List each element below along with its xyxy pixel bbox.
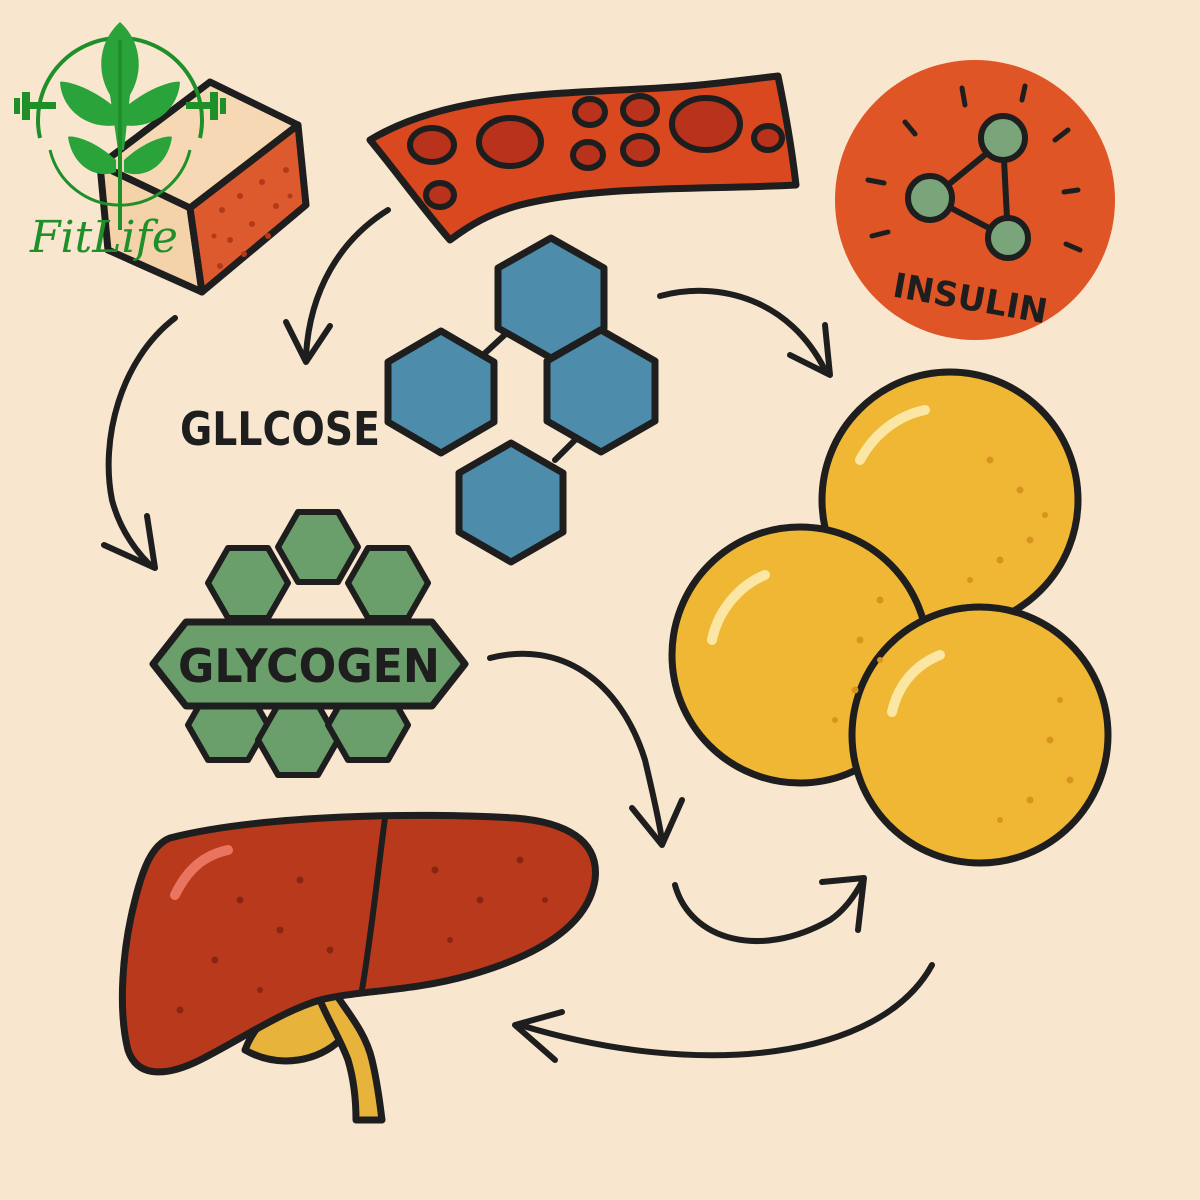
arrow-glucose-to-fat — [657, 287, 833, 378]
flow-arrows — [101, 207, 935, 1063]
liver-icon — [118, 811, 599, 1124]
arrow-glycogen-to-fat — [487, 650, 685, 848]
glucose-molecule-icon — [384, 234, 659, 566]
glycogen-icon: GLYCOGEN — [149, 509, 469, 778]
arrow-fat-to-liver — [512, 962, 935, 1063]
arrow-vessel-to-glucose — [283, 207, 391, 365]
fat-cells-icon — [668, 368, 1112, 867]
blood-vessel-icon — [366, 72, 800, 244]
insulin-molecule-icon: INSULIN — [835, 60, 1115, 340]
arrow-cube-to-glycogen — [101, 315, 178, 571]
logo-text: FitLife — [29, 212, 178, 263]
fitlife-logo: FitLife — [14, 22, 226, 263]
glycogen-label: GLYCOGEN — [178, 639, 440, 693]
muscle-cube-icon — [96, 78, 310, 296]
glucose-label: GLLCOSE — [180, 402, 380, 456]
arrow-loop-to-fat — [672, 875, 867, 944]
